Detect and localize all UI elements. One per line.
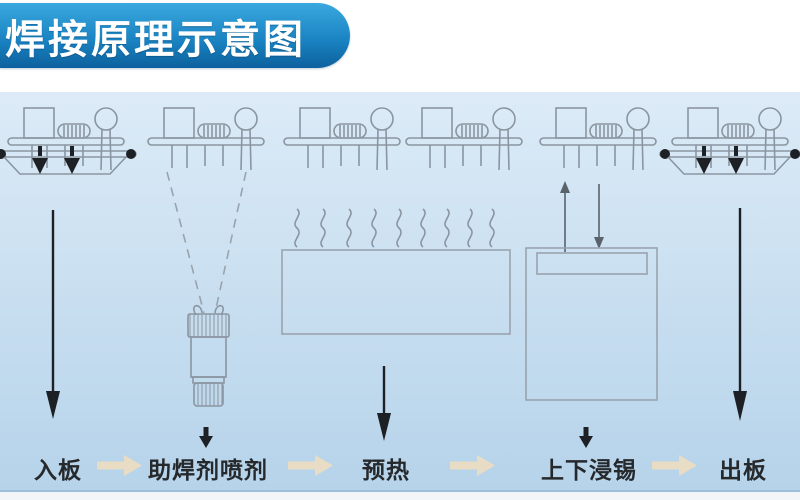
- spray-cone-icon: [166, 171, 247, 314]
- pcb-board-icon: [405, 107, 523, 171]
- pcb-board-icon: [539, 107, 657, 171]
- pcb-board-icon: [147, 107, 265, 171]
- exit-down-arrow-icon: [733, 208, 747, 421]
- board-on-conveyor-entry-icon: [0, 107, 137, 175]
- page-title: 焊接原理示意图: [5, 15, 306, 63]
- footer-strip: [0, 492, 800, 500]
- flow-arrow-icon: [97, 455, 142, 476]
- step-label-dip: 上下浸锡: [541, 458, 637, 484]
- flow-arrow-icon: [288, 455, 333, 476]
- dip-up-arrow-icon: [560, 181, 570, 252]
- heat-waves-icon: [294, 208, 495, 248]
- pcb-board-icon: [283, 107, 401, 171]
- step-label-preheat: 预热: [362, 458, 410, 484]
- flow-arrow-icon: [450, 455, 495, 476]
- dip-down-arrow-icon: [594, 184, 604, 249]
- step-label-board-out: 出板: [719, 458, 767, 484]
- step-label-flux: 助焊剂喷剂: [148, 458, 268, 484]
- flow-arrow-icon: [652, 455, 697, 476]
- flux-down-arrow-icon: [199, 427, 213, 448]
- preheater-box-icon: [281, 249, 511, 335]
- title-banner: 焊接原理示意图: [0, 3, 350, 68]
- flux-spray-bottle-icon: [187, 304, 230, 407]
- solder-tank-icon: [525, 247, 658, 401]
- preheat-down-arrow-icon: [377, 366, 391, 441]
- step-label-board-in: 入板: [34, 458, 82, 484]
- entry-down-arrow-icon: [46, 210, 60, 419]
- board-on-conveyor-exit-icon: [659, 107, 800, 175]
- dip-small-down-arrow-icon: [579, 427, 593, 448]
